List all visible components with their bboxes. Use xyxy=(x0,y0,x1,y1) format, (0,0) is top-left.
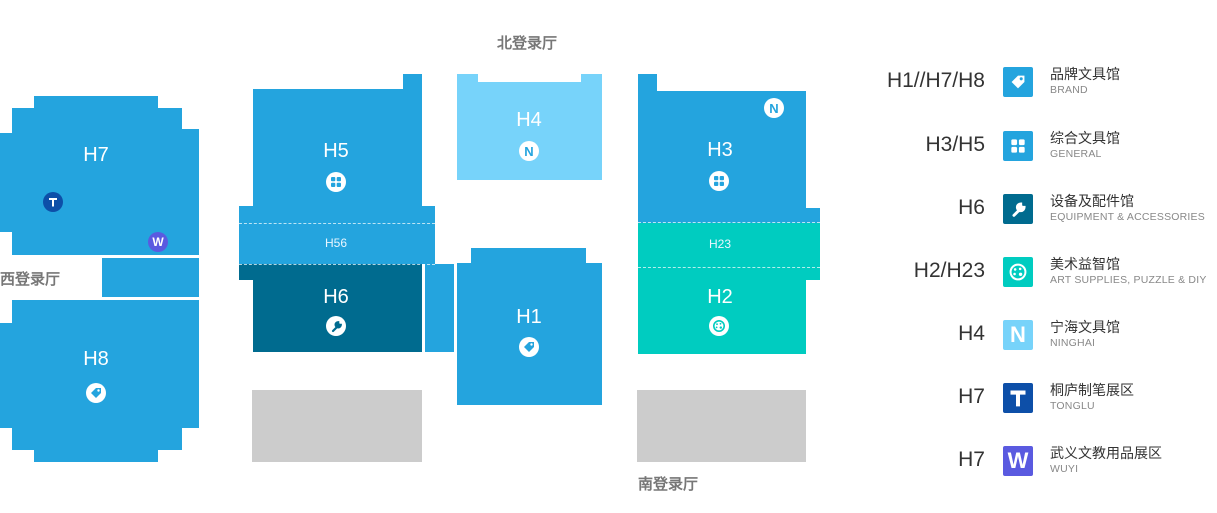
grid-icon[interactable] xyxy=(709,171,729,191)
hall-h4-shape[interactable] xyxy=(457,74,602,180)
hall-h3-label: H3 xyxy=(707,139,733,161)
ninghai-n-glyph: N xyxy=(1010,322,1026,347)
hall-h56-shape[interactable] xyxy=(239,223,435,264)
wrench-icon xyxy=(1003,194,1033,224)
hall-h2-shape[interactable] xyxy=(638,267,820,354)
hall-h23-label: H23 xyxy=(708,237,731,251)
hall-h23-shape[interactable] xyxy=(638,223,820,267)
legend-name-cn: 设备及配件馆 xyxy=(1050,194,1134,210)
entrance-north: 北登录厅 xyxy=(497,34,558,52)
middle-connector-shape xyxy=(425,264,454,352)
hall-h8-shape[interactable] xyxy=(0,300,199,462)
legend-name-en: BRAND xyxy=(1050,84,1088,96)
gray-block-left xyxy=(252,390,422,462)
divider-h56-h6 xyxy=(239,264,435,265)
entrance-south: 南登录厅 xyxy=(638,475,699,493)
legend-row-general: H3/H5 综合文具馆 GENERAL xyxy=(860,127,1217,167)
divider-h23-h2 xyxy=(638,267,820,268)
hall-h56-label: H56 xyxy=(324,236,347,250)
legend-halls: H2/H23 xyxy=(913,259,985,282)
ninghai-n-icon[interactable]: N xyxy=(764,98,784,118)
legend-row-tonglu: H7 桐庐制笔展区 TONGLU xyxy=(860,379,1217,419)
legend-row-art: H2/H23 美术益智馆 ART SUPPLIES, PUZZLE & DIY xyxy=(860,253,1217,293)
tag-icon xyxy=(1003,67,1033,97)
divider-h3-h23 xyxy=(638,222,820,223)
divider-h5-h56 xyxy=(239,223,435,224)
hall-h2-label: H2 xyxy=(707,286,733,308)
wuyi-w-icon: W xyxy=(1003,446,1033,476)
hall-h1-shape[interactable] xyxy=(457,248,602,405)
hall-h7-label: H7 xyxy=(83,144,109,166)
legend-row-brand: H1//H7/H8 品牌文具馆 BRAND xyxy=(860,63,1217,103)
legend-name-cn: 桐庐制笔展区 xyxy=(1050,383,1134,399)
legend-row-equipment: H6 设备及配件馆 EQUIPMENT & ACCESSORIES xyxy=(860,190,1217,230)
ninghai-n-icon: N xyxy=(1003,320,1033,350)
legend-name-cn: 宁海文具馆 xyxy=(1050,320,1120,336)
legend-halls: H7 xyxy=(958,448,985,471)
legend-name-en: GENERAL xyxy=(1050,148,1102,160)
legend-row-wuyi: H7 W 武义文教用品展区 WUYI xyxy=(860,442,1217,482)
wrench-icon[interactable] xyxy=(326,316,346,336)
west-connector-shape xyxy=(102,258,199,297)
hall-h5-label: H5 xyxy=(323,140,349,162)
grid-icon xyxy=(1003,131,1033,161)
hall-h6-label: H6 xyxy=(323,286,349,308)
hall-h8-label: H8 xyxy=(83,348,109,370)
legend-name-cn: 武义文教用品展区 xyxy=(1050,446,1162,462)
legend-name-cn: 品牌文具馆 xyxy=(1050,67,1120,83)
wuyi-w-glyph: W xyxy=(1007,448,1029,473)
legend-name-en: EQUIPMENT & ACCESSORIES xyxy=(1050,211,1205,223)
hall-h5-shape[interactable] xyxy=(239,74,435,223)
palette-icon[interactable] xyxy=(709,316,729,336)
legend-name-en: TONGLU xyxy=(1050,400,1095,412)
tag-icon[interactable] xyxy=(86,383,106,403)
legend-name-en: NINGHAI xyxy=(1050,337,1096,349)
legend-halls: H1//H7/H8 xyxy=(886,69,985,92)
wuyi-w-icon[interactable]: W xyxy=(148,232,168,252)
legend-halls: H6 xyxy=(958,196,985,219)
hall-shapes xyxy=(0,74,820,462)
tonglu-t-icon xyxy=(1003,383,1033,413)
tonglu-t-icon[interactable] xyxy=(43,192,63,212)
ninghai-n-icon[interactable]: N xyxy=(519,141,539,161)
legend-halls: H7 xyxy=(958,385,985,408)
hall-h1-label: H1 xyxy=(516,306,542,328)
hall-h4-label: H4 xyxy=(516,109,542,131)
palette-icon xyxy=(1003,257,1033,287)
grid-icon[interactable] xyxy=(326,172,346,192)
tag-icon[interactable] xyxy=(519,337,539,357)
legend-halls: H4 xyxy=(958,322,985,345)
gray-block-right xyxy=(637,390,806,462)
hall-h6-shape[interactable] xyxy=(239,264,422,352)
entrance-west: 西登录厅 xyxy=(0,270,61,288)
legend-row-ninghai: H4 N 宁海文具馆 NINGHAI xyxy=(860,316,1217,356)
venue-map: 北登录厅 西登录厅 南登录厅 H7 H8 H5 H56 H6 H4 H1 H3 … xyxy=(0,34,820,493)
legend-name-en: WUYI xyxy=(1050,463,1079,475)
hall-h7-shape[interactable] xyxy=(0,96,199,255)
legend-name-cn: 美术益智馆 xyxy=(1050,257,1120,273)
legend-halls: H3/H5 xyxy=(925,133,985,156)
legend-name-en: ART SUPPLIES, PUZZLE & DIY xyxy=(1050,274,1207,286)
legend-name-cn: 综合文具馆 xyxy=(1050,131,1120,147)
